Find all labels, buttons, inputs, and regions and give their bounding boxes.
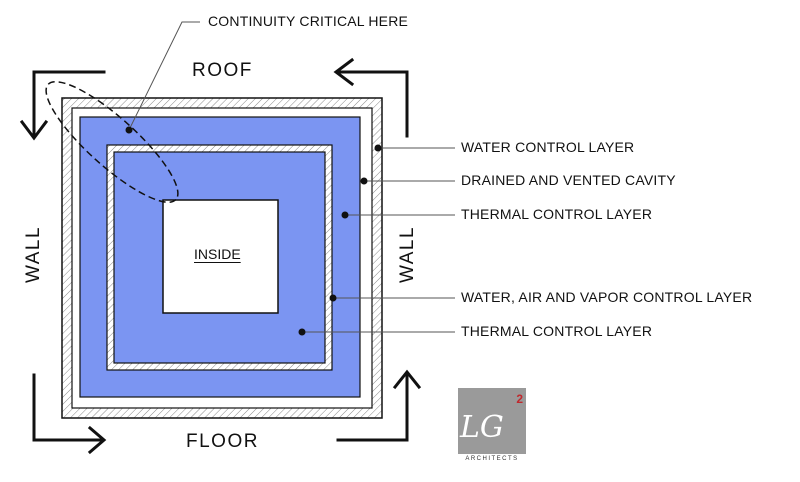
continuity-label: CONTINUITY CRITICAL HERE <box>208 13 409 29</box>
logo-subtitle: ARCHITECTS <box>465 456 519 462</box>
logo-letters: LG <box>460 410 504 445</box>
roof-label: ROOF <box>192 60 253 81</box>
logo-superscript: 2 <box>516 392 523 406</box>
inside-label: INSIDE <box>194 246 241 262</box>
arrow-top-left-icon <box>19 70 106 141</box>
firm-logo: LG 2 <box>458 388 526 454</box>
callout-thermal-outer: THERMAL CONTROL LAYER <box>461 206 653 222</box>
callout-drained-cavity: DRAINED AND VENTED CAVITY <box>461 172 676 188</box>
leader-dots <box>125 126 382 336</box>
wall-left-label: WALL <box>23 225 44 283</box>
wall-right-label: WALL <box>397 225 418 283</box>
arrow-bottom-left-icon <box>32 373 107 455</box>
inside-space <box>162 199 279 314</box>
leader-lines <box>128 21 455 333</box>
callout-thermal-inner: THERMAL CONTROL LAYER <box>461 323 653 339</box>
arrow-bottom-right-icon <box>336 369 422 442</box>
floor-label: FLOOR <box>186 431 259 452</box>
callout-water-air-vapor: WATER, AIR AND VAPOR CONTROL LAYER <box>461 289 753 305</box>
callout-water-control: WATER CONTROL LAYER <box>461 139 635 155</box>
arrow-top-right-icon <box>333 57 409 138</box>
